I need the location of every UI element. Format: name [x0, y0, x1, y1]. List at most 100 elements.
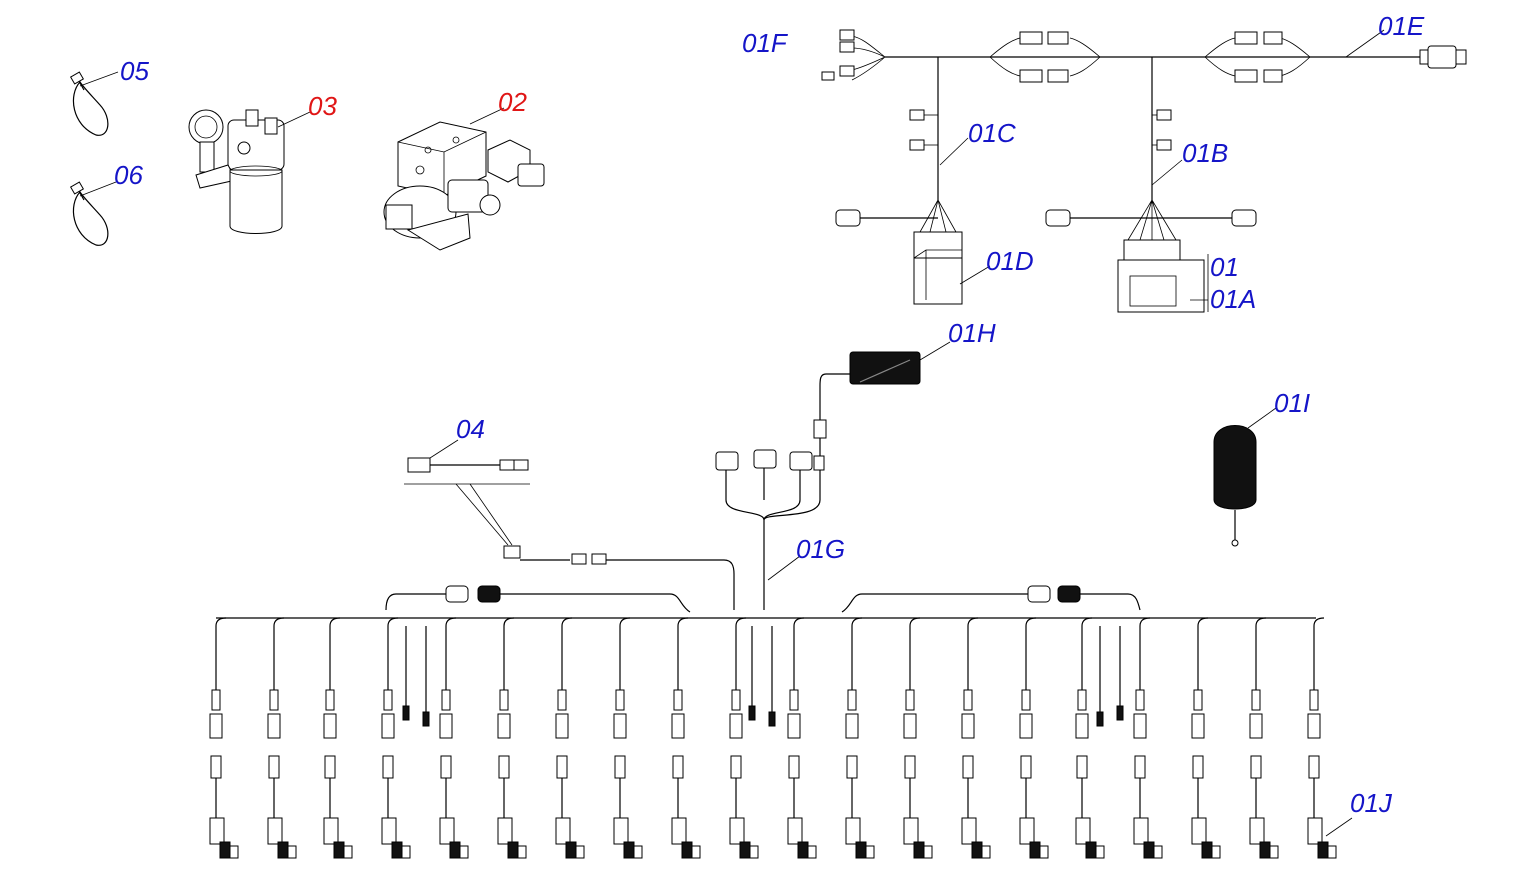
callout-01C: 01C [968, 118, 1016, 148]
drop-connector [613, 713, 627, 739]
drop-connector [1249, 713, 1263, 739]
nozzle-drop-group [209, 617, 1337, 859]
callout-05: 05 [120, 56, 149, 86]
nozzle-connector-icon [1076, 755, 1088, 779]
nozzle-tip-icon [1153, 845, 1163, 859]
nozzle-valve-icon [845, 817, 861, 845]
drop-plug [1135, 689, 1145, 711]
nozzle-valve-icon [381, 817, 397, 845]
nozzle-tip-icon [229, 845, 239, 859]
nozzle-tip-icon [981, 845, 991, 859]
nozzle-tip-icon [749, 845, 759, 859]
drop-connector [1075, 713, 1089, 739]
nozzle-body-icon [739, 841, 751, 859]
callout-01J: 01J [1350, 788, 1393, 818]
drop-cable [619, 617, 631, 690]
nozzle-body-icon [449, 841, 461, 859]
nozzle-connector-icon [614, 755, 626, 779]
nozzle-connector-icon [1250, 755, 1262, 779]
terminal-box-01D-icon [835, 199, 991, 305]
nozzle-tip-icon [343, 845, 353, 859]
drop-plug [1021, 689, 1031, 711]
nozzle-body-icon [1201, 841, 1213, 859]
callout-01A: 01A [1210, 284, 1256, 314]
drop-connector [671, 713, 685, 739]
nozzle-valve-icon [671, 817, 687, 845]
sensor-plug-icon [1116, 705, 1124, 721]
nozzle-connector-icon [1192, 755, 1204, 779]
drop-connector [497, 713, 511, 739]
drop-cable [967, 617, 979, 690]
sensor-plug-icon [422, 711, 430, 727]
nozzle-body-icon [1143, 841, 1155, 859]
drop-cable [1197, 617, 1209, 690]
drop-connector [439, 713, 453, 739]
antenna-sensor-01I-icon [1213, 407, 1277, 547]
callout-01I: 01I [1274, 388, 1310, 418]
drop-plug [1077, 689, 1087, 711]
nozzle-connector-icon [324, 755, 336, 779]
nozzle-connector-icon [1020, 755, 1032, 779]
drop-connector [555, 713, 569, 739]
nozzle-body-icon [507, 841, 519, 859]
drop-cable [1025, 617, 1037, 690]
drop-plug [499, 689, 509, 711]
nozzle-valve-icon [903, 817, 919, 845]
extension-cable-04-icon [404, 439, 735, 610]
nozzle-valve-icon [787, 817, 803, 845]
nozzle-tip-icon [1039, 845, 1049, 859]
nozzle-body-icon [797, 841, 809, 859]
nozzle-valve-icon [1075, 817, 1091, 845]
drop-plug [905, 689, 915, 711]
drop-cable [503, 617, 515, 690]
nozzle-tip-icon [1211, 845, 1221, 859]
pressure-filter-03-icon [188, 109, 311, 234]
nozzle-connector-icon [1308, 755, 1320, 779]
nozzle-tip-icon [517, 845, 527, 859]
nozzle-valve-icon [323, 817, 339, 845]
nozzle-body-icon [277, 841, 289, 859]
drop-cable [735, 617, 747, 690]
drop-connector [1019, 713, 1033, 739]
callout-03: 03 [308, 91, 337, 121]
nozzle-valve-icon [555, 817, 571, 845]
nozzle-tip-icon [807, 845, 817, 859]
drop-plug [383, 689, 393, 711]
nozzle-tip-icon [287, 845, 297, 859]
nozzle-connector-icon [440, 755, 452, 779]
drop-connector [1307, 713, 1321, 739]
nozzle-valve-icon [439, 817, 455, 845]
drop-cable [1313, 617, 1325, 690]
callout-01: 01 [1210, 252, 1239, 282]
drop-plug [325, 689, 335, 711]
drop-cable [909, 617, 921, 690]
nozzle-body-icon [1259, 841, 1271, 859]
nozzle-connector-icon [672, 755, 684, 779]
nozzle-connector-icon [1134, 755, 1146, 779]
nozzle-body-icon [855, 841, 867, 859]
drop-connector [845, 713, 859, 739]
nozzle-body-icon [913, 841, 925, 859]
drop-cable [215, 617, 227, 690]
nozzle-tip-icon [459, 845, 469, 859]
nozzle-tip-icon [1095, 845, 1105, 859]
nozzle-connector-icon [382, 755, 394, 779]
nozzle-valve-icon [729, 817, 745, 845]
nozzle-tip-icon [865, 845, 875, 859]
nozzle-body-icon [219, 841, 231, 859]
drop-cable [273, 617, 285, 690]
callout-06: 06 [114, 160, 143, 190]
callout-01G: 01G [796, 534, 845, 564]
drop-plug [1251, 689, 1261, 711]
cable-tie-06-icon [69, 181, 117, 246]
nozzle-valve-icon [1019, 817, 1035, 845]
nozzle-tip-icon [633, 845, 643, 859]
drop-plug [211, 689, 221, 711]
drop-plug [1193, 689, 1203, 711]
drop-cable [1081, 617, 1093, 690]
nozzle-body-icon [1317, 841, 1329, 859]
valve-block-02-icon [383, 107, 545, 251]
drop-cable [387, 617, 399, 690]
nozzle-connector-icon [904, 755, 916, 779]
